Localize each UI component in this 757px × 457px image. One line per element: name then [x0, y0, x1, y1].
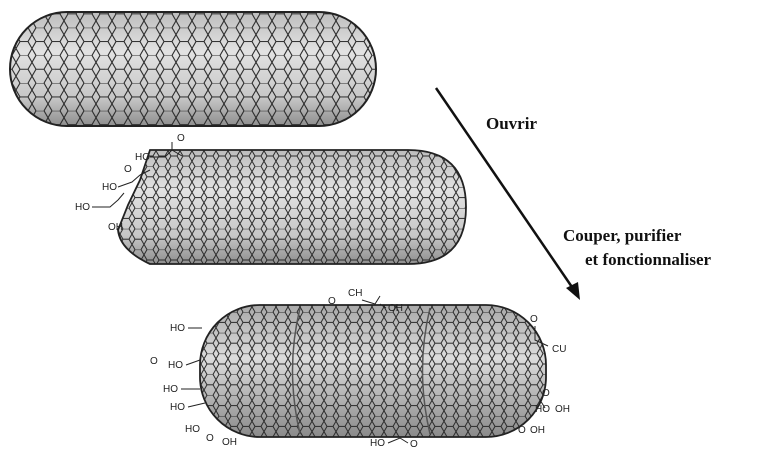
opened-nanotube: HO O HO O HO OH: [75, 133, 470, 270]
step-label-open: Ouvrir: [486, 114, 537, 134]
co-label-2: O: [124, 164, 132, 175]
step-label-cut-line1: Couper, purifier: [563, 226, 681, 246]
o-label-r3: O: [518, 425, 526, 436]
o-label-l2: O: [206, 433, 214, 444]
ho-label-r1: HO: [535, 404, 550, 415]
co-label-1: O: [177, 133, 185, 144]
o-label-r1: O: [530, 314, 538, 325]
oh-label-top: OH: [388, 303, 403, 314]
ho-label-l3: HO: [163, 384, 178, 395]
oh-label-r1: OH: [555, 404, 570, 415]
step-label-cut-line2: et fonctionnaliser: [585, 250, 711, 270]
cooh-label-1: HO: [135, 152, 150, 163]
ho-label-b1: HO: [370, 438, 385, 449]
o-label-l1: O: [150, 356, 158, 367]
ho-label-l2: HO: [168, 360, 183, 371]
o-label-b1: O: [410, 439, 418, 450]
ho-label-l5: HO: [185, 424, 200, 435]
ch-label-top: CH: [348, 288, 362, 299]
closed-nanotube: [10, 12, 376, 126]
cooh-label-2: HO: [102, 182, 117, 193]
cu-label-r1: CU: [552, 344, 566, 355]
functionalized-nanotube: O CH OH HO HO O HO HO HO O OH O CU O HO …: [150, 288, 570, 450]
cooh-label-3: HO: [75, 202, 90, 213]
o-label-r2: O: [542, 388, 550, 399]
oh-label-l1: OH: [222, 437, 237, 448]
oh-label-1: OH: [108, 222, 123, 233]
o-label-top: O: [328, 296, 336, 307]
ho-label-l1: HO: [170, 323, 185, 334]
ho-label-l4: HO: [170, 402, 185, 413]
oh-label-r2: OH: [530, 425, 545, 436]
